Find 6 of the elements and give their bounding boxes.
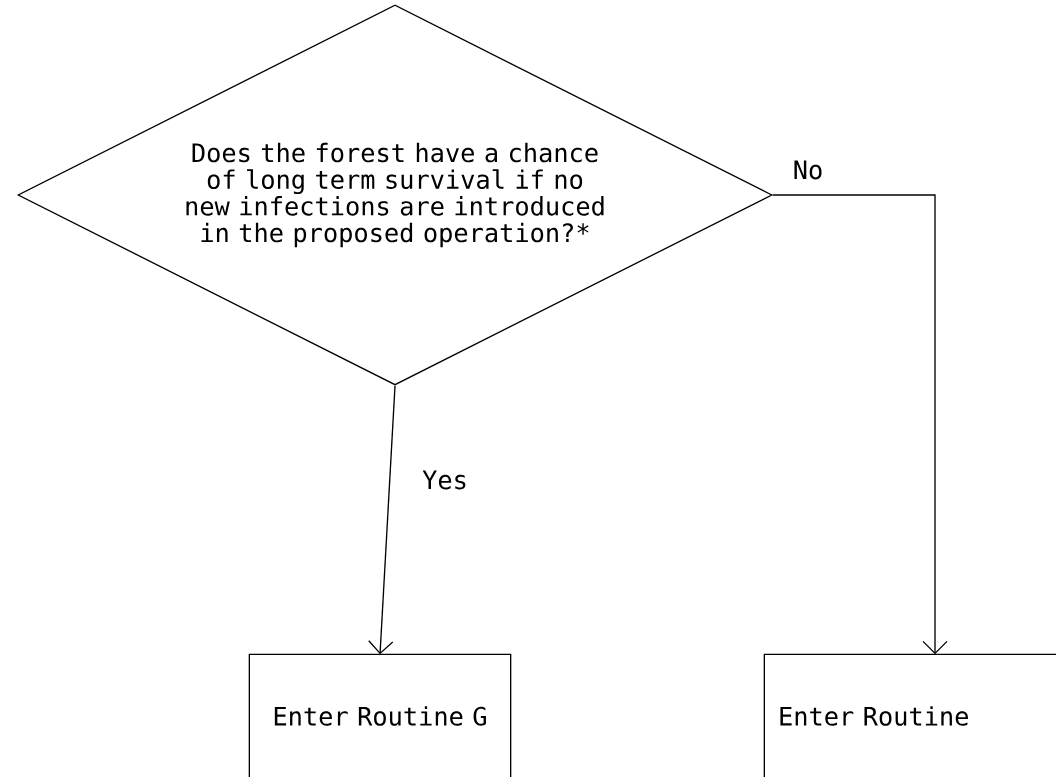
process-box: Enter Routine G bbox=[248, 653, 512, 777]
edge-label: No bbox=[791, 159, 825, 181]
process-box: Enter Routine bbox=[763, 653, 1056, 777]
arrow bbox=[772, 194, 948, 655]
edge-label: Yes bbox=[420, 469, 470, 491]
arrow bbox=[368, 385, 396, 655]
